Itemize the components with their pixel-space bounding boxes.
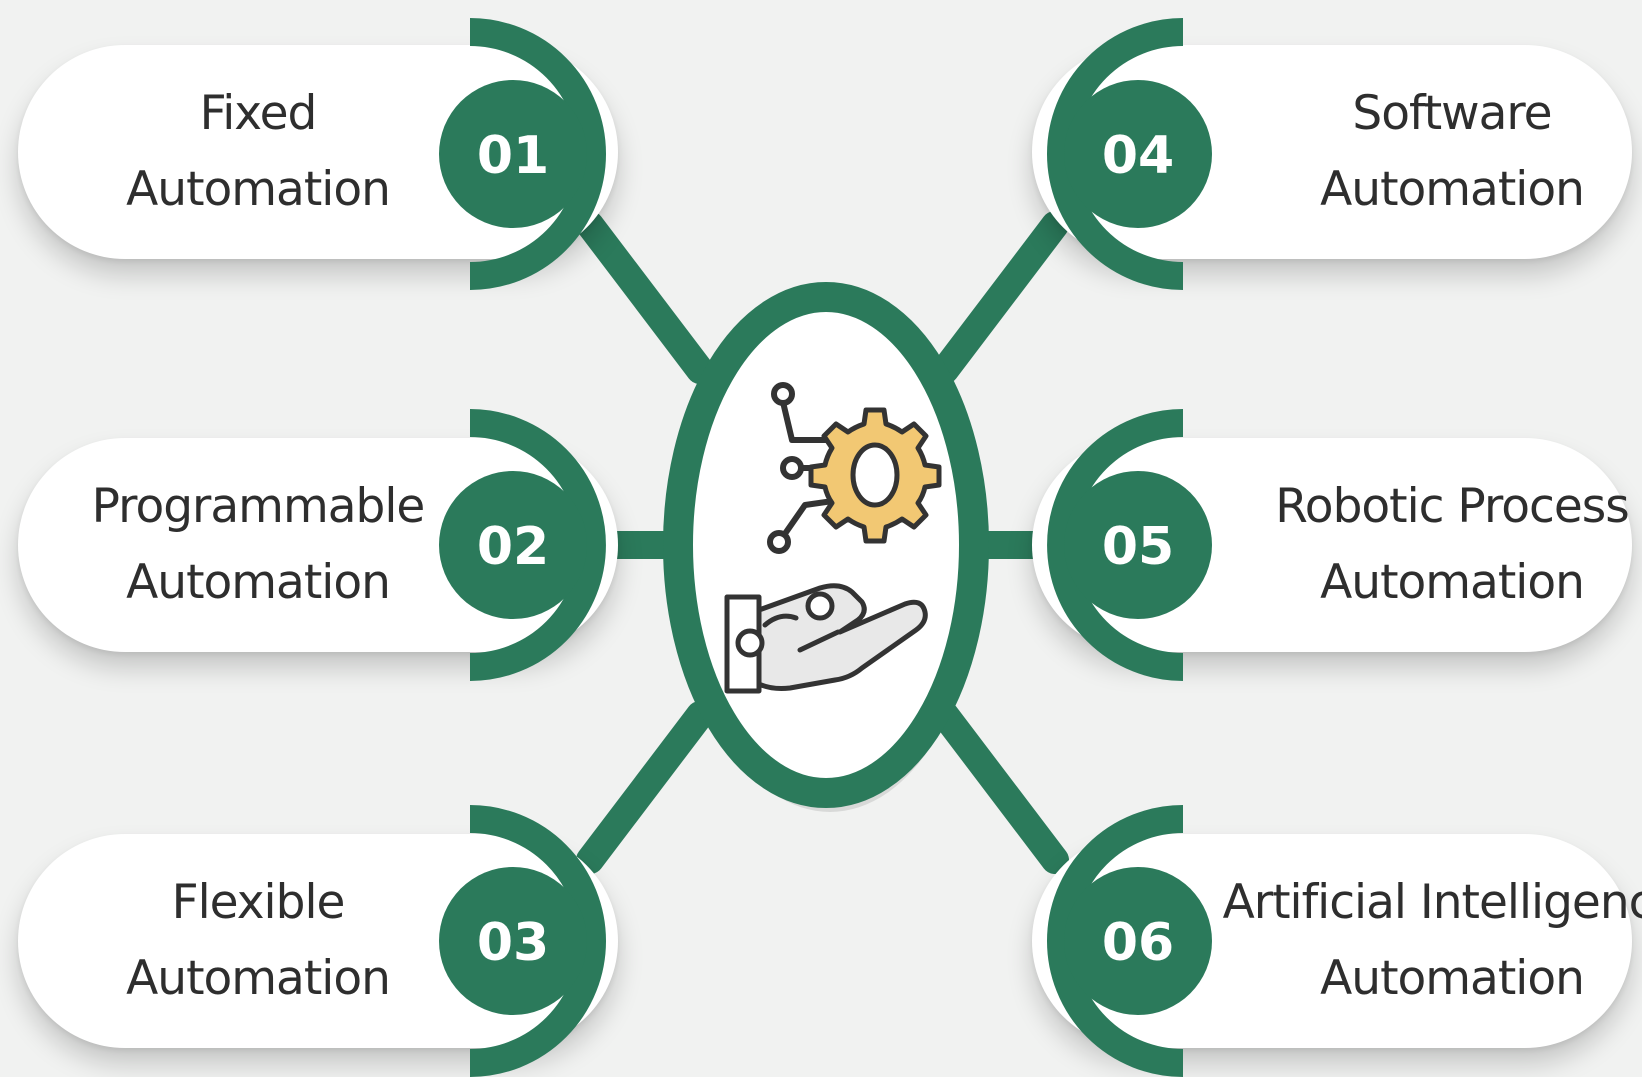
item-label-05: Robotic Process Automation [1232,438,1642,652]
robot-hand-icon [724,583,928,694]
connector-03 [576,701,714,874]
item-label-03: Flexible Automation [38,834,478,1048]
badge-number-03: 03 [477,913,549,973]
number-badges: 01 02 03 04 05 [439,18,1212,1077]
badge-disc-02 [439,471,587,619]
badge-ring-04 [1047,18,1184,290]
item-label-02: Programmable Automation [38,438,478,652]
badge-number-04: 04 [1102,126,1174,186]
badge-number-02: 02 [477,517,549,577]
badge-disc-04 [1064,80,1212,228]
item-subtitle-01: Automation [126,162,391,217]
gear-icon [808,407,942,544]
item-title-05: Robotic Process [1275,479,1629,534]
badge-ring-01 [469,18,606,290]
item-subtitle-05: Automation [1320,555,1585,610]
connector-06 [931,701,1069,874]
center-hub [663,282,989,812]
item-subtitle-02: Automation [126,555,391,610]
badge-number-06: 06 [1102,913,1174,973]
badge-number-01: 01 [477,126,549,186]
badge-03: 03 [439,805,606,1077]
item-title-02: Programmable [91,479,426,534]
badge-ring-02 [469,409,606,681]
item-label-06: Artificial Intelligence Automation [1223,834,1642,1048]
center-hub-ring [663,282,989,808]
badge-disc-01 [439,80,587,228]
badge-02: 02 [439,409,606,681]
badge-disc-05 [1064,471,1212,619]
badge-05: 05 [1047,409,1212,681]
connector-01 [576,211,714,384]
badge-01: 01 [439,18,606,290]
connector-04 [931,211,1069,384]
badge-ring-05 [1047,409,1184,681]
badge-disc-03 [439,867,587,1015]
item-subtitle-04: Automation [1320,162,1585,217]
badge-ring-06 [1047,805,1184,1077]
item-title-01: Fixed [199,86,318,141]
item-title-04: Software [1352,86,1552,141]
item-title-06: Artificial Intelligence [1222,875,1642,930]
badge-04: 04 [1047,18,1212,290]
badge-06: 06 [1047,805,1212,1077]
item-label-01: Fixed Automation [38,45,478,259]
badge-ring-03 [469,805,606,1077]
item-subtitle-03: Automation [126,951,391,1006]
item-label-04: Software Automation [1232,45,1642,259]
badge-number-05: 05 [1102,517,1174,577]
item-subtitle-06: Automation [1320,951,1585,1006]
item-title-03: Flexible [171,875,346,930]
robotic-hand-gear-icon [724,382,942,694]
badge-disc-06 [1064,867,1212,1015]
